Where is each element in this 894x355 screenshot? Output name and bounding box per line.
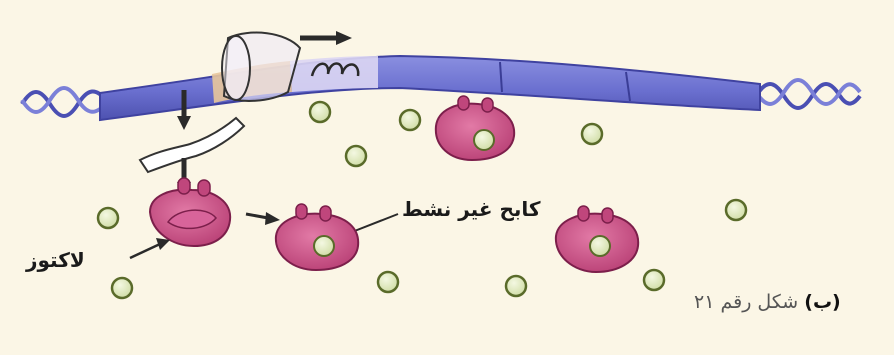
caption-marker: (ب) (804, 291, 840, 313)
transcription-direction-arrow (300, 31, 352, 45)
dna-helix-left (22, 88, 106, 116)
lactose-molecule (506, 276, 526, 296)
repressor-inactive-2 (436, 96, 514, 160)
mrna-transcript (140, 118, 244, 172)
figure-caption: (ب) شكل رقم ٢١ (694, 291, 841, 313)
lactose-molecule (378, 272, 398, 292)
lactose-molecule (98, 208, 118, 228)
caption-text: شكل رقم ٢١ (694, 291, 798, 313)
dna-helix-right (756, 80, 860, 108)
label-inactive-repressor: كابح غير نشط (402, 197, 541, 221)
dna-strand (100, 56, 760, 120)
inactive-label-leader (352, 214, 398, 232)
lactose-molecule (310, 102, 330, 122)
lactose-molecule (726, 200, 746, 220)
binding-arrow (246, 212, 280, 225)
repressor-inactive-3 (556, 206, 638, 272)
repressor-protein-active (150, 178, 230, 246)
lactose-molecule (582, 124, 602, 144)
label-lactose: لاكتوز (26, 248, 85, 272)
lactose-molecule (400, 110, 420, 130)
transcribed-region (290, 56, 378, 92)
lactose-molecule (644, 270, 664, 290)
lactose-molecule (112, 278, 132, 298)
repressor-inactive-1 (276, 204, 358, 270)
lactose-pointer-arrow (130, 238, 170, 258)
lactose-molecule (346, 146, 366, 166)
rna-polymerase (222, 33, 300, 101)
